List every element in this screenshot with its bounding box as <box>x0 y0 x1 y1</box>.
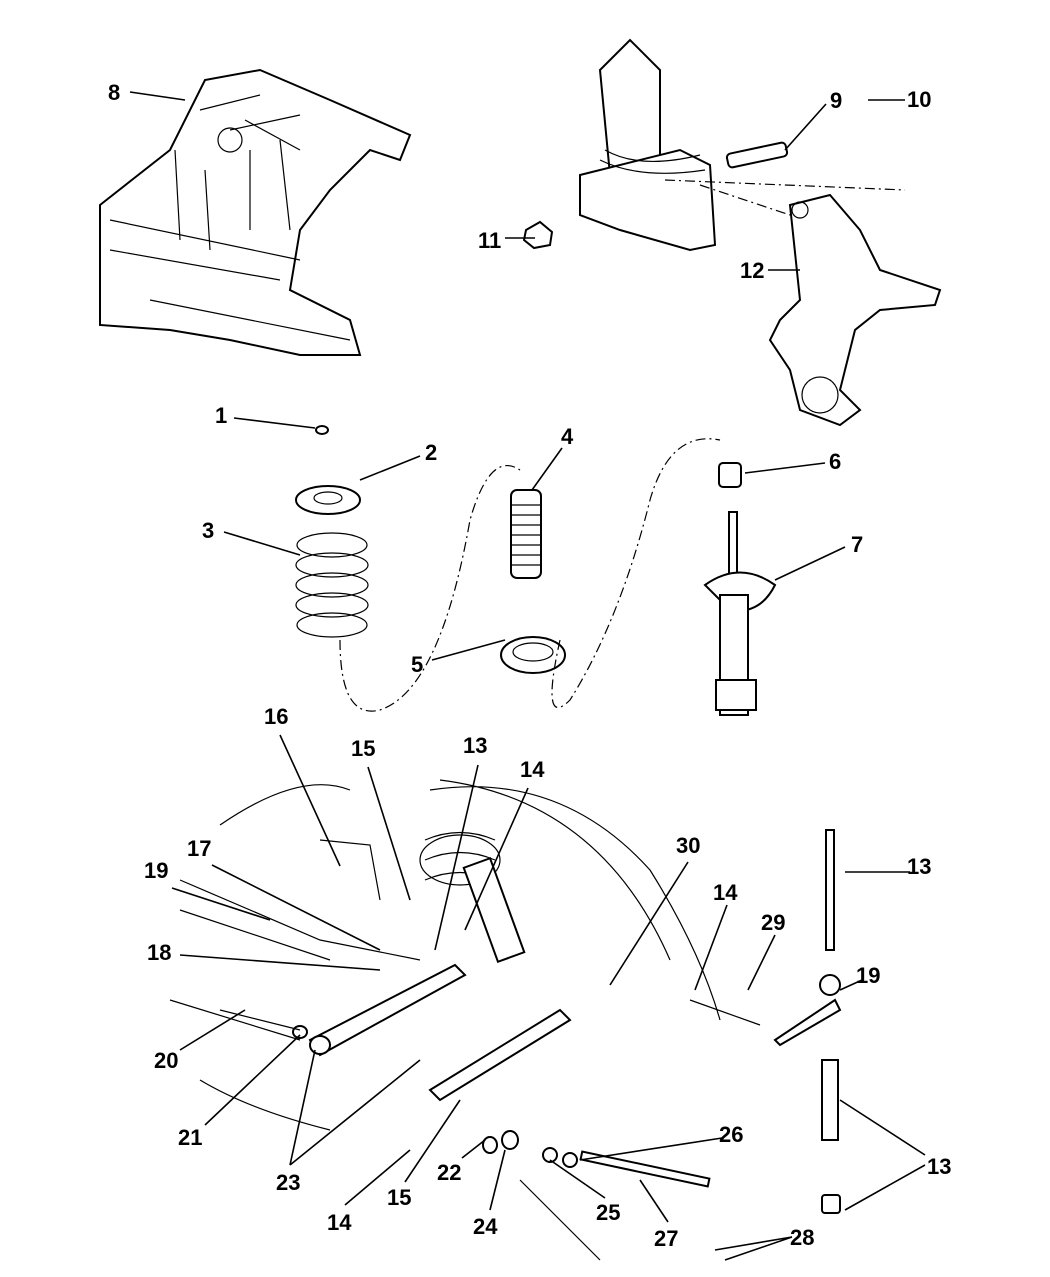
callout-18: 18 <box>147 940 171 965</box>
callout-19: 19 <box>856 963 880 988</box>
callout-1: 1 <box>215 403 227 428</box>
callout-7: 7 <box>851 532 863 557</box>
callout-8: 8 <box>108 80 120 105</box>
callout-23: 23 <box>276 1170 300 1195</box>
callout-9: 9 <box>830 88 842 113</box>
callout-12: 12 <box>740 258 764 283</box>
callout-5: 5 <box>411 652 423 677</box>
callout-17: 17 <box>187 836 211 861</box>
leader-lines <box>129 91 926 1261</box>
callout-14: 14 <box>520 757 545 782</box>
callout-24: 24 <box>473 1214 498 1239</box>
callout-30: 30 <box>676 833 700 858</box>
rear-suspension-illustration <box>169 779 842 1261</box>
callout-25: 25 <box>596 1200 620 1225</box>
strut-knuckle-bracket <box>522 38 942 427</box>
callout-19: 19 <box>144 858 168 883</box>
callout-6: 6 <box>829 449 841 474</box>
callout-13: 13 <box>927 1154 951 1179</box>
callout-21: 21 <box>178 1125 202 1150</box>
callout-3: 3 <box>202 518 214 543</box>
callout-4: 4 <box>561 424 574 449</box>
callout-22: 22 <box>437 1160 461 1185</box>
callout-13: 13 <box>907 854 931 879</box>
callout-27: 27 <box>654 1226 678 1251</box>
callout-26: 26 <box>719 1122 743 1147</box>
callout-13: 13 <box>463 733 487 758</box>
callout-11: 11 <box>478 228 501 253</box>
callout-29: 29 <box>761 910 785 935</box>
callout-28: 28 <box>790 1225 814 1250</box>
callout-20: 20 <box>154 1048 178 1073</box>
body-panel-illustration <box>99 68 412 356</box>
callout-14: 14 <box>327 1210 352 1235</box>
callout-15: 15 <box>351 736 375 761</box>
callout-2: 2 <box>425 440 437 465</box>
callout-14: 14 <box>713 880 738 905</box>
callout-15: 15 <box>387 1185 411 1210</box>
coil-spring-assembly <box>295 425 777 716</box>
callout-16: 16 <box>264 704 288 729</box>
callouts: 8 9 10 11 12 1 2 3 4 5 6 7 16 15 13 14 3… <box>108 80 951 1251</box>
callout-10: 10 <box>907 87 931 112</box>
